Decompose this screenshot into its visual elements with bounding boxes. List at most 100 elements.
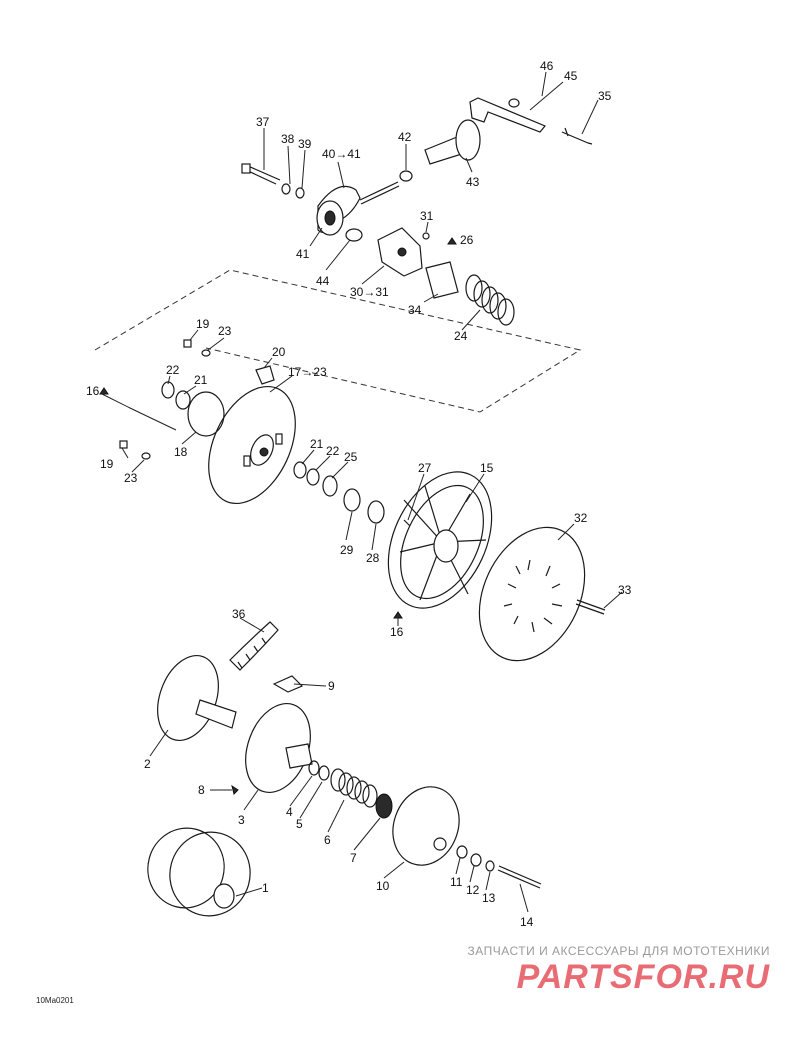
callout-10: 10: [376, 879, 390, 893]
part-29-washer: [343, 488, 361, 512]
callout-40-41: 40→41: [322, 147, 361, 161]
part-37-bolt: [245, 165, 281, 185]
part-37-head: [241, 163, 251, 174]
callout-35: 35: [598, 89, 612, 103]
callout-13: 13: [482, 891, 496, 905]
callout-29: 29: [340, 543, 354, 557]
part-33-bolt: [575, 599, 606, 615]
callout-18: 18: [174, 445, 188, 459]
callout-27: 27: [418, 461, 432, 475]
callout-6: 6: [324, 833, 331, 847]
part-19-screw-bottom: [119, 440, 128, 449]
part-23-washer-top: [201, 349, 211, 357]
callout-34: 34: [408, 303, 422, 317]
watermark-tagline: ЗАПЧАСТИ И АКСЕССУАРЫ ДЛЯ МОТОТЕХНИКИ: [467, 944, 770, 958]
callout-22-left: 22: [166, 363, 180, 377]
part-22-ring-right: [306, 468, 320, 486]
part-24-spring: [465, 274, 515, 326]
part-12-nut: [470, 853, 482, 867]
callout-23-bottom: 23: [124, 471, 138, 485]
part-1-hub: [213, 883, 235, 909]
part-16-grease-bottom: [393, 611, 403, 619]
part-26-grease: [447, 237, 457, 245]
callout-16-top: 16: [86, 384, 100, 398]
part-17-slot-a: [275, 433, 283, 445]
callout-23-top: 23: [218, 324, 232, 338]
callout-24: 24: [454, 329, 468, 343]
part-2-shaft: [195, 699, 237, 729]
part-45-bracket: [469, 97, 546, 133]
callout-17-23: 17→23: [288, 365, 327, 379]
part-25-washer: [322, 475, 338, 497]
callout-25: 25: [344, 450, 358, 464]
part-17-bore: [259, 447, 269, 457]
part-40-rod: [359, 181, 400, 205]
part-43-flange: [455, 119, 481, 161]
callout-3: 3: [238, 813, 245, 827]
watermark-logo[interactable]: PARTSFOR.RU: [516, 958, 770, 996]
callout-43: 43: [466, 175, 480, 189]
part-21-bush-right: [293, 461, 307, 479]
callout-2: 2: [144, 757, 151, 771]
callout-45: 45: [564, 69, 578, 83]
part-46-nut: [508, 98, 520, 108]
callout-42: 42: [398, 130, 412, 144]
callout-4: 4: [286, 805, 293, 819]
callout-8: 8: [198, 783, 205, 797]
callout-21-left: 21: [194, 373, 208, 387]
callout-21-right: 21: [310, 437, 324, 451]
callout-30-31: 30→31: [350, 285, 389, 299]
assembly-outline: [94, 269, 582, 413]
part-28-washer: [367, 500, 385, 524]
part-17-slot-b: [243, 455, 251, 467]
part-20-weight: [255, 365, 275, 385]
callout-46: 46: [540, 59, 554, 73]
part-4-ring: [308, 760, 320, 776]
callout-32: 32: [574, 511, 588, 525]
part-34-sleeve: [425, 261, 459, 299]
part-8-screw: [231, 784, 239, 795]
callout-5: 5: [296, 817, 303, 831]
part-5-ring: [318, 765, 330, 781]
part-22-ring-left: [161, 381, 175, 399]
callout-11: 11: [450, 875, 463, 889]
part-21-bush-left: [175, 390, 191, 410]
callout-7: 7: [350, 851, 357, 865]
callout-15: 15: [480, 461, 494, 475]
part-41-bore: [324, 210, 336, 226]
callout-19-bottom: 19: [100, 457, 114, 471]
part-32-slots: [503, 559, 563, 633]
callout-22-right: 22: [326, 444, 340, 458]
part-7-bushing: [375, 793, 393, 819]
diagram-code: 10Ma0201: [36, 996, 74, 1005]
callout-19-top: 19: [196, 317, 210, 331]
leader-lines: [101, 71, 623, 913]
part-2-sheave: [157, 654, 219, 742]
part-36-teeth: [237, 637, 267, 669]
callout-26: 26: [460, 233, 474, 247]
part-38-washer: [281, 183, 291, 195]
callout-37: 37: [256, 115, 270, 129]
part-17-sheave: [208, 385, 296, 505]
part-15-fan-inner: [400, 484, 484, 600]
callout-38: 38: [281, 132, 295, 146]
part-39-washer: [295, 187, 305, 199]
part-1-drum-front: [169, 831, 251, 917]
part-18-oring: [187, 391, 225, 437]
part-23-washer-bottom: [141, 452, 151, 460]
part-9-ramp: [272, 675, 304, 693]
callout-28: 28: [366, 551, 380, 565]
callout-31: 31: [420, 209, 434, 223]
part-14-bolt: [497, 865, 542, 889]
part-11-washer: [456, 845, 468, 859]
part-30-hole: [397, 247, 407, 257]
callout-9: 9: [328, 679, 335, 693]
part-3-hub: [285, 743, 313, 769]
part-19-screw-top: [183, 339, 192, 348]
part-16-grease-top: [99, 387, 109, 395]
part-13-washer: [485, 860, 495, 872]
callout-33: 33: [618, 583, 632, 597]
part-10-center: [433, 837, 447, 851]
